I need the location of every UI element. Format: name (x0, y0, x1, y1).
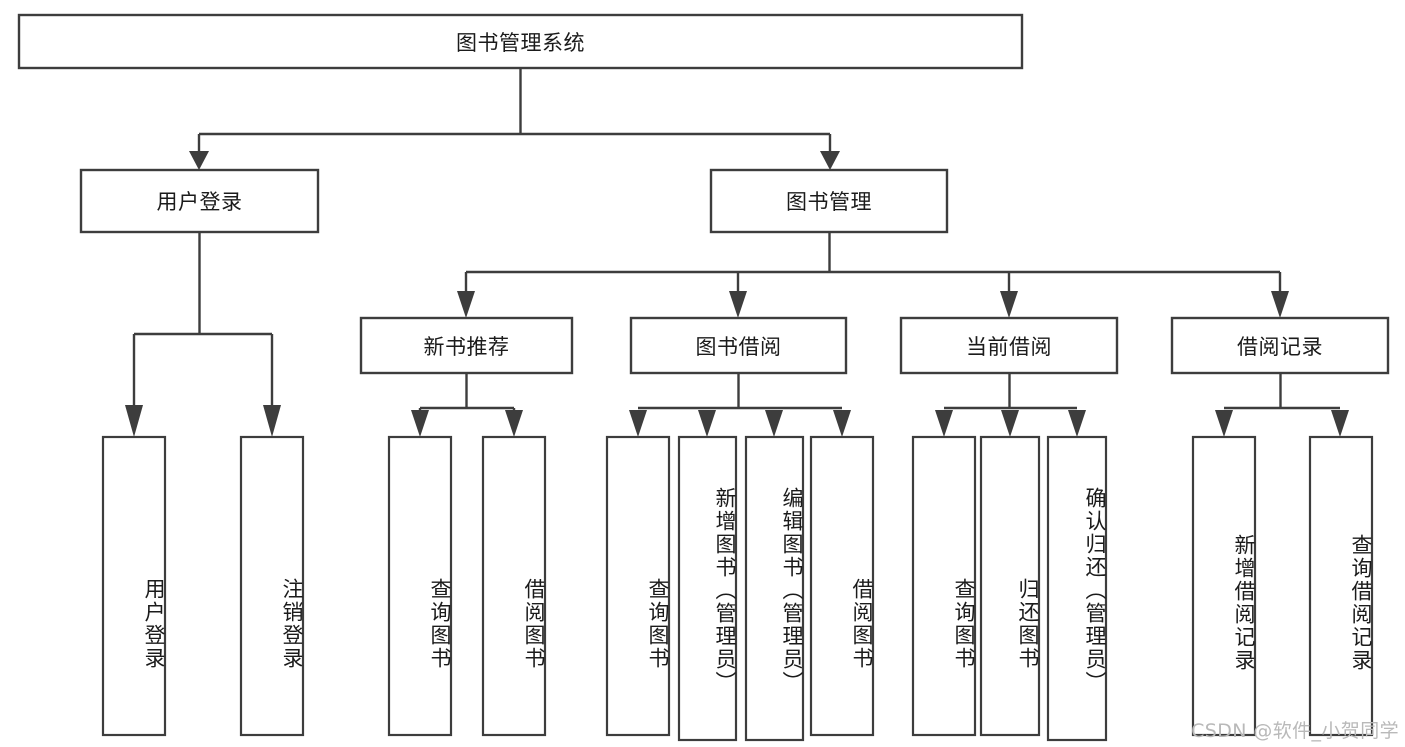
arrowhead-borrow-record-leaf-1 (1215, 410, 1233, 437)
leaf-box-current-borrow-3[interactable] (1046, 435, 1108, 742)
leaf-box-user-login-1[interactable] (101, 435, 167, 737)
leaf-box-new-book-2[interactable] (481, 435, 547, 737)
node-box-borrow-record[interactable] (1170, 316, 1390, 375)
arrowhead-to-book-borrow (729, 291, 747, 318)
leaf-box-book-borrow-3[interactable] (744, 435, 805, 742)
arrowhead-book-borrow-leaf-1 (629, 410, 647, 437)
arrowhead-to-user-login (189, 151, 209, 170)
arrowhead-book-borrow-leaf-4 (833, 410, 851, 437)
arrowhead-to-new-book (457, 291, 475, 318)
node-box-book-borrow[interactable] (629, 316, 848, 375)
leaf-box-current-borrow-1[interactable] (911, 435, 977, 737)
node-box-current-borrow[interactable] (899, 316, 1119, 375)
arrowhead-current-borrow-leaf-2 (1001, 410, 1019, 437)
arrowhead-borrow-record-leaf-2 (1331, 410, 1349, 437)
arrowhead-current-borrow-leaf-3 (1068, 410, 1086, 437)
arrowhead-book-borrow-leaf-2 (698, 410, 716, 437)
leaf-box-borrow-record-2[interactable] (1308, 435, 1374, 737)
arrowhead-to-borrow-record (1271, 291, 1289, 318)
arrowhead-book-borrow-leaf-3 (765, 410, 783, 437)
arrowhead-current-borrow-leaf-1 (935, 410, 953, 437)
leaf-box-new-book-1[interactable] (387, 435, 453, 737)
node-box-book-manage[interactable] (709, 168, 949, 234)
leaf-box-book-borrow-1[interactable] (605, 435, 671, 737)
arrowhead-user-login-leaf-2 (263, 405, 281, 437)
arrowhead-to-current-borrow (1000, 291, 1018, 318)
leaf-box-book-borrow-2[interactable] (677, 435, 738, 742)
arrowhead-user-login-leaf-1 (125, 405, 143, 437)
node-box-new-book-recommend[interactable] (359, 316, 574, 375)
arrowhead-to-book-manage (820, 151, 840, 170)
node-box-root[interactable] (17, 13, 1024, 70)
leaf-box-current-borrow-2[interactable] (979, 435, 1041, 737)
arrowhead-new-book-leaf-2 (505, 410, 523, 437)
node-box-user-login[interactable] (79, 168, 320, 234)
arrowhead-new-book-leaf-1 (411, 410, 429, 437)
leaf-box-borrow-record-1[interactable] (1191, 435, 1257, 737)
leaf-box-book-borrow-4[interactable] (809, 435, 875, 737)
leaf-box-user-login-2[interactable] (239, 435, 305, 737)
